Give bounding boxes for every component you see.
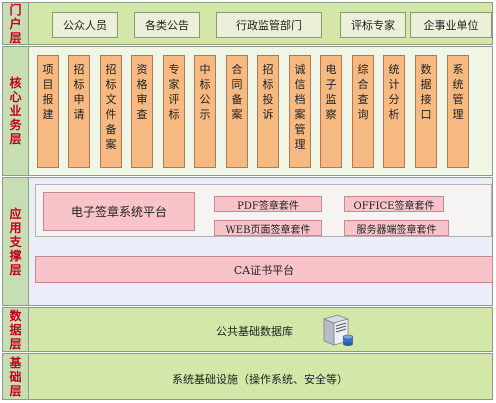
core-item-credit-records: 诚信档案管理 <box>289 55 311 168</box>
support-layer: 应用支撑层 电子签章系统平台 PDF签章套件 OFFICE签章套件 WEB页面签… <box>2 177 493 306</box>
data-layer-label: 数据层 <box>3 308 29 351</box>
e-signature-group: 电子签章系统平台 PDF签章套件 OFFICE签章套件 WEB页面签章套件 服务… <box>35 184 492 237</box>
infrastructure-label: 系统基础设施（操作系统、安全等） <box>172 373 348 386</box>
core-item-tender-document-filing: 招标文件备案 <box>100 55 122 168</box>
portal-layer: 门户层 公众人员 各类公告 行政监管部门 评标专家 企事业单位 <box>2 2 493 45</box>
portal-item-regulators: 行政监管部门 <box>216 12 322 38</box>
pdf-signature-kit: PDF签章套件 <box>214 196 322 212</box>
portal-item-experts: 评标专家 <box>340 12 406 38</box>
portal-item-enterprises: 企事业单位 <box>410 12 492 38</box>
public-database-label: 公共基础数据库 <box>216 325 293 338</box>
core-item-award-notice: 中标公示 <box>194 55 216 168</box>
core-item-project-registration: 项目报建 <box>37 55 59 168</box>
base-layer-label: 基础层 <box>3 354 29 399</box>
portal-item-announcements: 各类公告 <box>134 12 200 38</box>
core-item-e-supervision: 电子监察 <box>320 55 342 168</box>
core-item-tender-application: 招标申请 <box>68 55 90 168</box>
base-layer: 基础层 系统基础设施（操作系统、安全等） <box>2 353 493 400</box>
core-item-statistics: 统计分析 <box>383 55 405 168</box>
core-layer-label: 核心业务层 <box>3 47 29 175</box>
ca-certificate-platform: CA证书平台 <box>35 256 493 283</box>
database-server-icon <box>322 314 354 346</box>
core-item-data-interface: 数据接口 <box>415 55 437 168</box>
data-layer: 数据层 公共基础数据库 <box>2 307 493 352</box>
portal-layer-label: 门户层 <box>3 3 29 45</box>
server-signature-kit: 服务器端签章套件 <box>344 220 449 236</box>
web-signature-kit: WEB页面签章套件 <box>214 220 322 236</box>
core-business-layer: 核心业务层 项目报建 招标申请 招标文件备案 资格审查 专家评标 中标公示 合同… <box>2 46 493 176</box>
core-item-system-management: 系统管理 <box>447 55 469 168</box>
office-signature-kit: OFFICE签章套件 <box>344 196 444 212</box>
core-item-bid-complaint: 招标投诉 <box>257 55 279 168</box>
core-item-qualification-review: 资格审查 <box>131 55 153 168</box>
support-layer-label: 应用支撑层 <box>3 178 29 305</box>
portal-item-public: 公众人员 <box>52 12 118 38</box>
e-signature-platform: 电子签章系统平台 <box>43 192 195 231</box>
core-item-contract-filing: 合同备案 <box>226 55 248 168</box>
core-item-expert-evaluation: 专家评标 <box>163 55 185 168</box>
core-item-integrated-query: 综合查询 <box>352 55 374 168</box>
